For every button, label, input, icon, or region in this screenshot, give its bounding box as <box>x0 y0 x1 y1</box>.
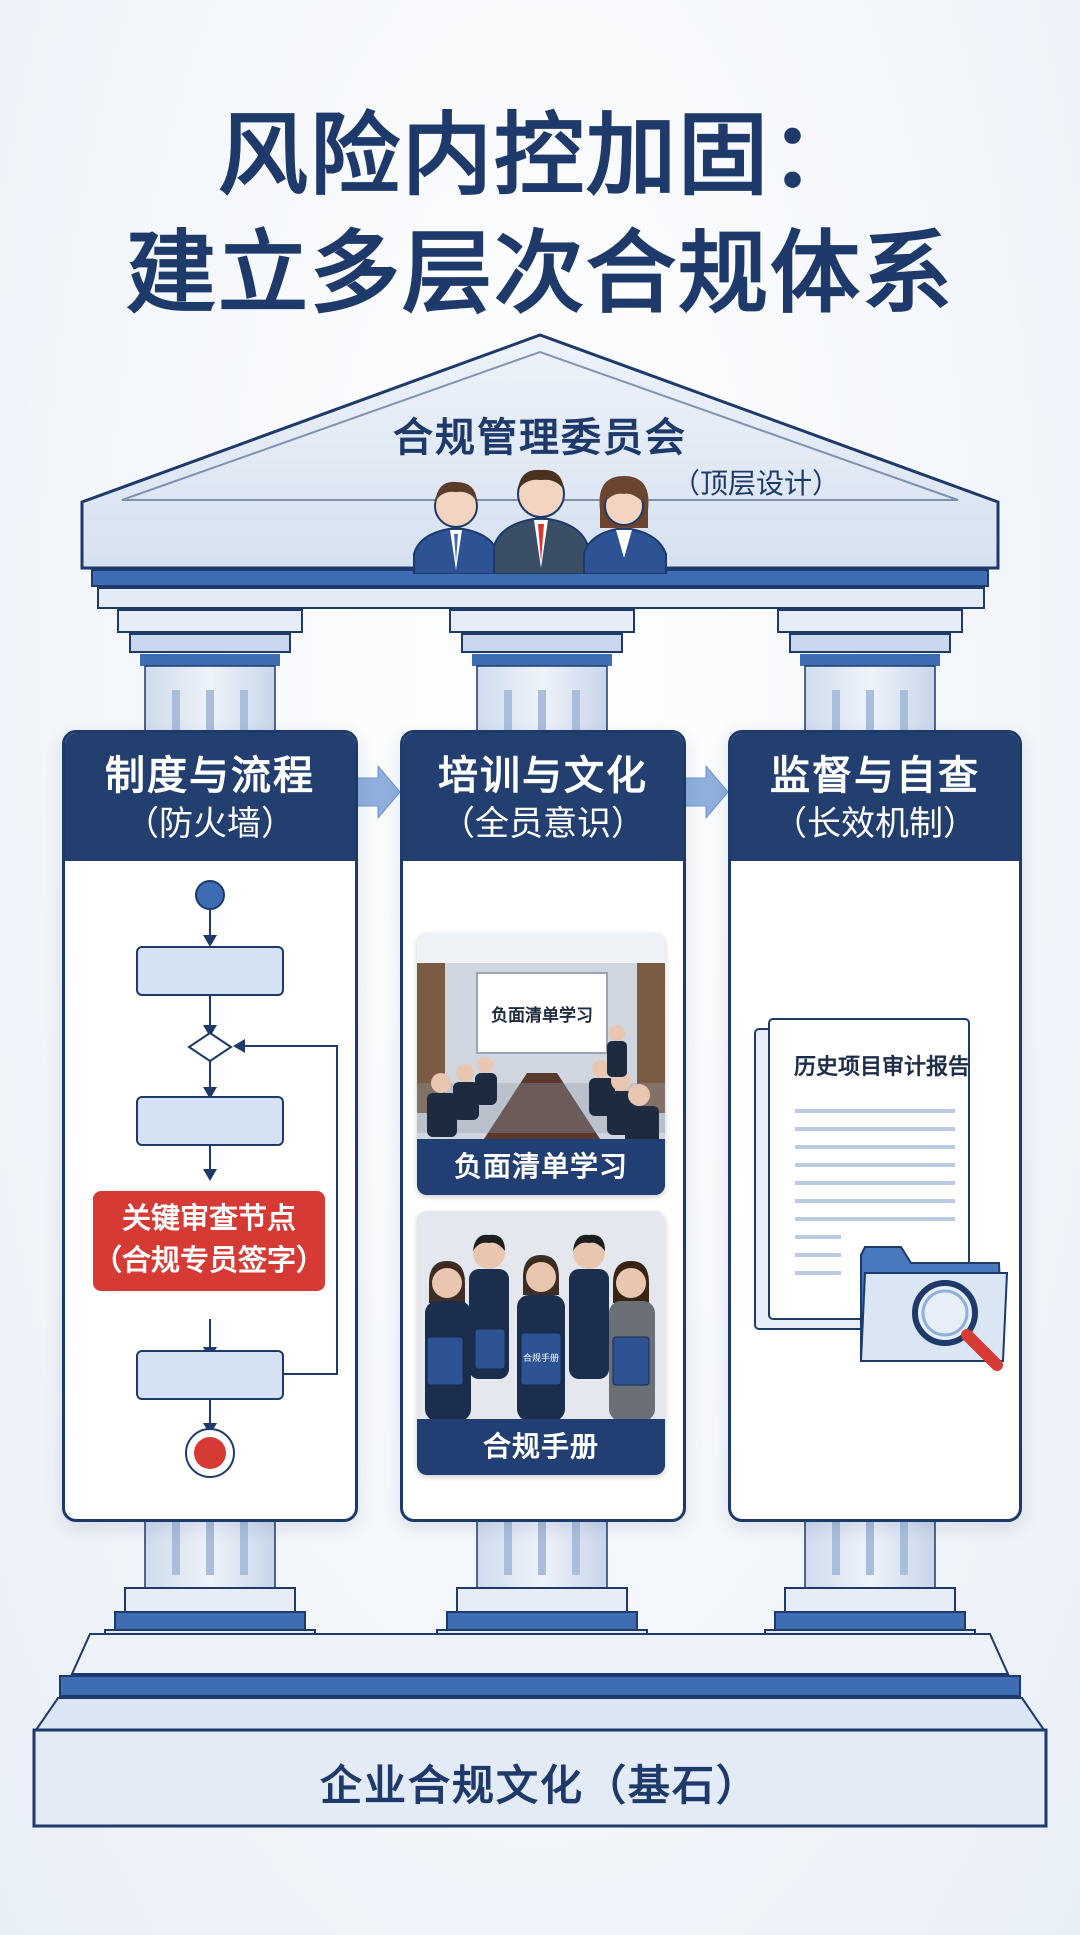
document-report-icon <box>754 1018 1009 1371</box>
page-title-line1: 风险内控加固： <box>218 103 862 208</box>
critical-review-node: 关键审查节点 （合规专员签字） <box>93 1191 325 1291</box>
screen-text: 负面清单学习 <box>491 1006 593 1026</box>
flow-decision-node <box>187 1031 233 1063</box>
column-shafts-top <box>144 665 936 732</box>
flow-step-box <box>136 1096 284 1146</box>
critical-review-subtitle: （合规专员签字） <box>93 1243 326 1277</box>
committee-people-icon <box>413 469 667 574</box>
flowchart-icon <box>136 880 338 1478</box>
photo-caption: 合规手册 <box>417 1419 665 1475</box>
pillar-subtitle: （全员意识） <box>441 804 645 844</box>
flow-step-box <box>136 1350 284 1400</box>
page-title-line2: 建立多层次合规体系 <box>126 221 954 326</box>
roof-pediment <box>80 333 1000 609</box>
photo-caption: 负面清单学习 <box>417 1139 665 1195</box>
pillar-header: 制度与流程 （防火墙） <box>65 733 355 861</box>
foundation-label: 企业合规文化（基石） <box>319 1761 760 1810</box>
pillar-header: 培训与文化 （全员意识） <box>403 733 683 861</box>
pillar-panel-process: 制度与流程 （防火墙） 关键审查节点 （合规专 <box>62 730 358 1522</box>
flow-start-node <box>195 880 225 910</box>
flow-step-box <box>136 946 284 996</box>
pillar-subtitle: （长效机制） <box>773 804 977 844</box>
pillar-title: 培训与文化 <box>438 753 648 799</box>
pillar-panel-supervision: 监督与自查 （长效机制） 历史项目审计报告 <box>728 730 1022 1522</box>
column-capitals <box>117 609 963 666</box>
audit-report-title: 历史项目审计报告 <box>793 1055 970 1080</box>
critical-review-title: 关键审查节点 <box>121 1201 296 1235</box>
committee-name: 合规管理委员会 <box>393 415 687 461</box>
magnifier-icon <box>912 1280 1003 1371</box>
pillar-title: 监督与自查 <box>770 753 980 799</box>
pillar-header: 监督与自查 （长效机制） <box>731 733 1019 861</box>
arrow-right-icon <box>683 764 729 820</box>
foundation-steps <box>32 1633 1048 1828</box>
pillar-panel-training: 培训与文化 （全员意识） 负面清单学习 负面清单学习 <box>400 730 686 1522</box>
photo-negative-list-training: 负面清单学习 负面清单学习 <box>417 933 665 1195</box>
pillar-subtitle: （防火墙） <box>125 804 295 844</box>
arrow-right-icon <box>355 764 401 820</box>
manual-cover-text: 合规手册 <box>522 1354 559 1364</box>
photo-compliance-manual: 合规手册 合规手册 <box>417 1211 665 1475</box>
pillar-title: 制度与流程 <box>105 753 315 799</box>
committee-subtitle: （顶层设计） <box>672 467 841 500</box>
column-shafts-bottom <box>144 1513 936 1589</box>
